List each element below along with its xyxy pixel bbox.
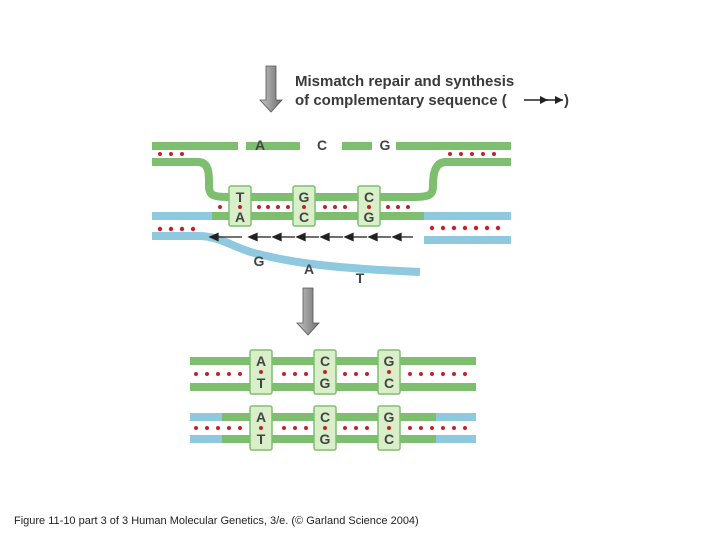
pair-upper-base: T [236, 189, 245, 205]
green-strand-inner [228, 193, 416, 201]
pair-upper-base: G [299, 189, 310, 205]
pair-lower-base: A [235, 209, 245, 225]
down-arrow-icon [259, 65, 283, 113]
pair-upper-base: C [320, 353, 330, 369]
result-duplex-2: A T C G G C [190, 405, 476, 451]
green-strand-left-outer [152, 158, 231, 201]
duplex1-bond-dots [194, 372, 467, 376]
pair-upper-base: A [256, 353, 266, 369]
displaced-base-3: T [356, 270, 365, 286]
new-green-strand [212, 212, 424, 220]
pair-upper-base: C [320, 409, 330, 425]
base-pair-box: A T [249, 349, 273, 395]
blue-strand-right [424, 212, 511, 220]
new-strand-direction-icon: ) [524, 92, 569, 109]
pair-upper-base: G [384, 409, 395, 425]
pair-upper-base: A [256, 409, 266, 425]
header-line-1: Mismatch repair and synthesis [295, 73, 514, 90]
figure-caption: Figure 11-10 part 3 of 3 Human Molecular… [14, 515, 419, 527]
result-duplex-1: A T C G G C [190, 349, 476, 395]
pair-lower-base: C [384, 375, 394, 391]
pair-lower-base: C [299, 209, 309, 225]
base-pair-box: C G [357, 185, 381, 227]
base-pair-box: G C [377, 405, 401, 451]
base-pair-box: G C [292, 185, 316, 227]
template-base-1: A [255, 137, 265, 153]
blue-strand-left [152, 212, 212, 220]
pair-upper-base: G [384, 353, 395, 369]
pair-upper-base: C [364, 189, 374, 205]
bond-dots-top [157, 152, 501, 232]
template-base-3: G [380, 137, 391, 153]
blue-strand-right-lower [424, 236, 511, 244]
pair-lower-base: C [384, 431, 394, 447]
svg-text:): ) [564, 92, 569, 109]
base-pair-box: G C [377, 349, 401, 395]
pair-lower-base: T [257, 431, 266, 447]
header-line-2: of complementary sequence ( [295, 92, 507, 109]
duplex2-top-blue-left [190, 413, 222, 421]
down-arrow-icon-2 [296, 287, 320, 336]
duplex2-top-blue-right [436, 413, 476, 421]
displaced-blue-strand [152, 232, 421, 276]
base-pair-box: A T [249, 405, 273, 451]
duplex2-bond-dots [194, 426, 467, 430]
template-base-2: C [317, 137, 327, 153]
pair-lower-base: G [320, 431, 331, 447]
base-pair-box: T A [228, 185, 252, 227]
pair-lower-base: G [320, 375, 331, 391]
base-pair-box: C G [313, 405, 337, 451]
pair-lower-base: T [257, 375, 266, 391]
repair-intermediate: A C G T A G C C G G A T [152, 137, 511, 286]
displaced-base-1: G [254, 253, 265, 269]
synthesis-arrows [208, 232, 413, 242]
displaced-base-2: A [304, 261, 314, 277]
green-strand-right-outer [411, 158, 511, 201]
pair-lower-base: G [364, 209, 375, 225]
header: Mismatch repair and synthesis of complem… [295, 73, 569, 109]
base-pair-box: C G [313, 349, 337, 395]
